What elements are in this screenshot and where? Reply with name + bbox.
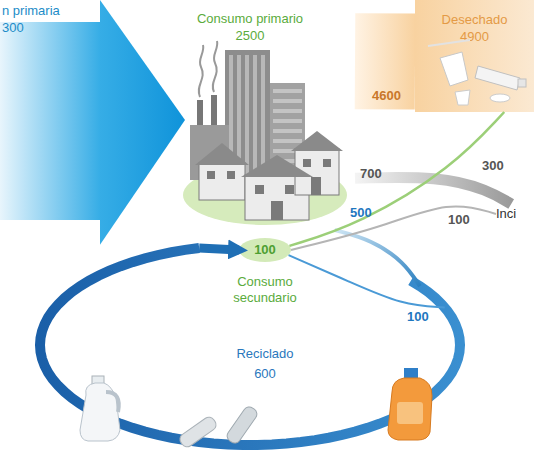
jug-cap — [92, 376, 104, 384]
flow-value: 100 — [448, 212, 470, 228]
flow-title: Consumo secundario — [215, 274, 315, 306]
node-outline — [0, 0, 100, 240]
window-stripe — [273, 89, 302, 93]
flow-value: 300 — [2, 20, 100, 36]
flow-title: Consumo primario — [185, 11, 315, 27]
flow-value: 300 — [482, 158, 504, 174]
secondary-use-ellipse: 100Consumo secundario — [215, 236, 315, 308]
node-outline — [185, 5, 355, 230]
flow-band — [355, 13, 415, 109]
flow-value: 500 — [350, 205, 372, 221]
loop-arrow — [199, 248, 239, 250]
house-window — [255, 185, 264, 194]
house-window — [303, 159, 311, 167]
incineration-node: Inci — [496, 204, 534, 224]
window-stripe — [261, 55, 265, 175]
house — [199, 163, 245, 200]
chimney — [211, 95, 217, 125]
window-stripe — [273, 129, 302, 133]
flow-value: 4900 — [415, 29, 534, 45]
house-window — [227, 171, 235, 179]
discard-area: Desechado4900 — [415, 0, 534, 112]
bottle — [225, 405, 259, 446]
flow-value: 4600 — [372, 88, 401, 104]
flow-arrow-head — [100, 0, 185, 245]
flow-value: 2500 — [185, 28, 315, 44]
flow-value: 100 — [240, 242, 290, 258]
flow-band — [355, 177, 511, 204]
window-stripe — [245, 55, 249, 175]
flow-value: 600 — [210, 366, 320, 382]
flow-line — [335, 230, 420, 286]
house-window — [311, 177, 321, 195]
smoke — [213, 41, 218, 92]
ellipse-shape — [239, 238, 291, 262]
house-window — [271, 201, 283, 220]
detergent-cap — [404, 368, 418, 379]
window-stripe — [273, 99, 302, 103]
flow-line — [289, 112, 504, 246]
window-stripe — [273, 119, 302, 123]
flow-title: Inci — [496, 206, 534, 222]
chimney — [197, 100, 203, 125]
window-stripe — [253, 55, 257, 175]
arrow-shaft — [0, 22, 100, 220]
window-stripe — [273, 109, 302, 113]
house-roof — [195, 143, 249, 165]
flow-title: Desechado — [415, 12, 534, 28]
city-node: Consumo primario2500 — [185, 5, 355, 230]
house-roof — [291, 131, 343, 151]
recycling-ring — [40, 248, 460, 445]
smoke — [199, 45, 204, 97]
flow-title: n primaria — [2, 3, 100, 19]
house-window — [285, 185, 294, 194]
flow-title: Reciclado — [210, 346, 320, 362]
house-window — [323, 159, 331, 167]
jug-handle — [106, 392, 119, 412]
house-roof — [241, 155, 313, 177]
production-arrow: n primaria300 — [0, 0, 100, 240]
window-stripe — [273, 139, 302, 143]
house-window — [207, 171, 215, 179]
flow-value: 100 — [407, 309, 429, 325]
flow-value: 700 — [360, 166, 382, 182]
